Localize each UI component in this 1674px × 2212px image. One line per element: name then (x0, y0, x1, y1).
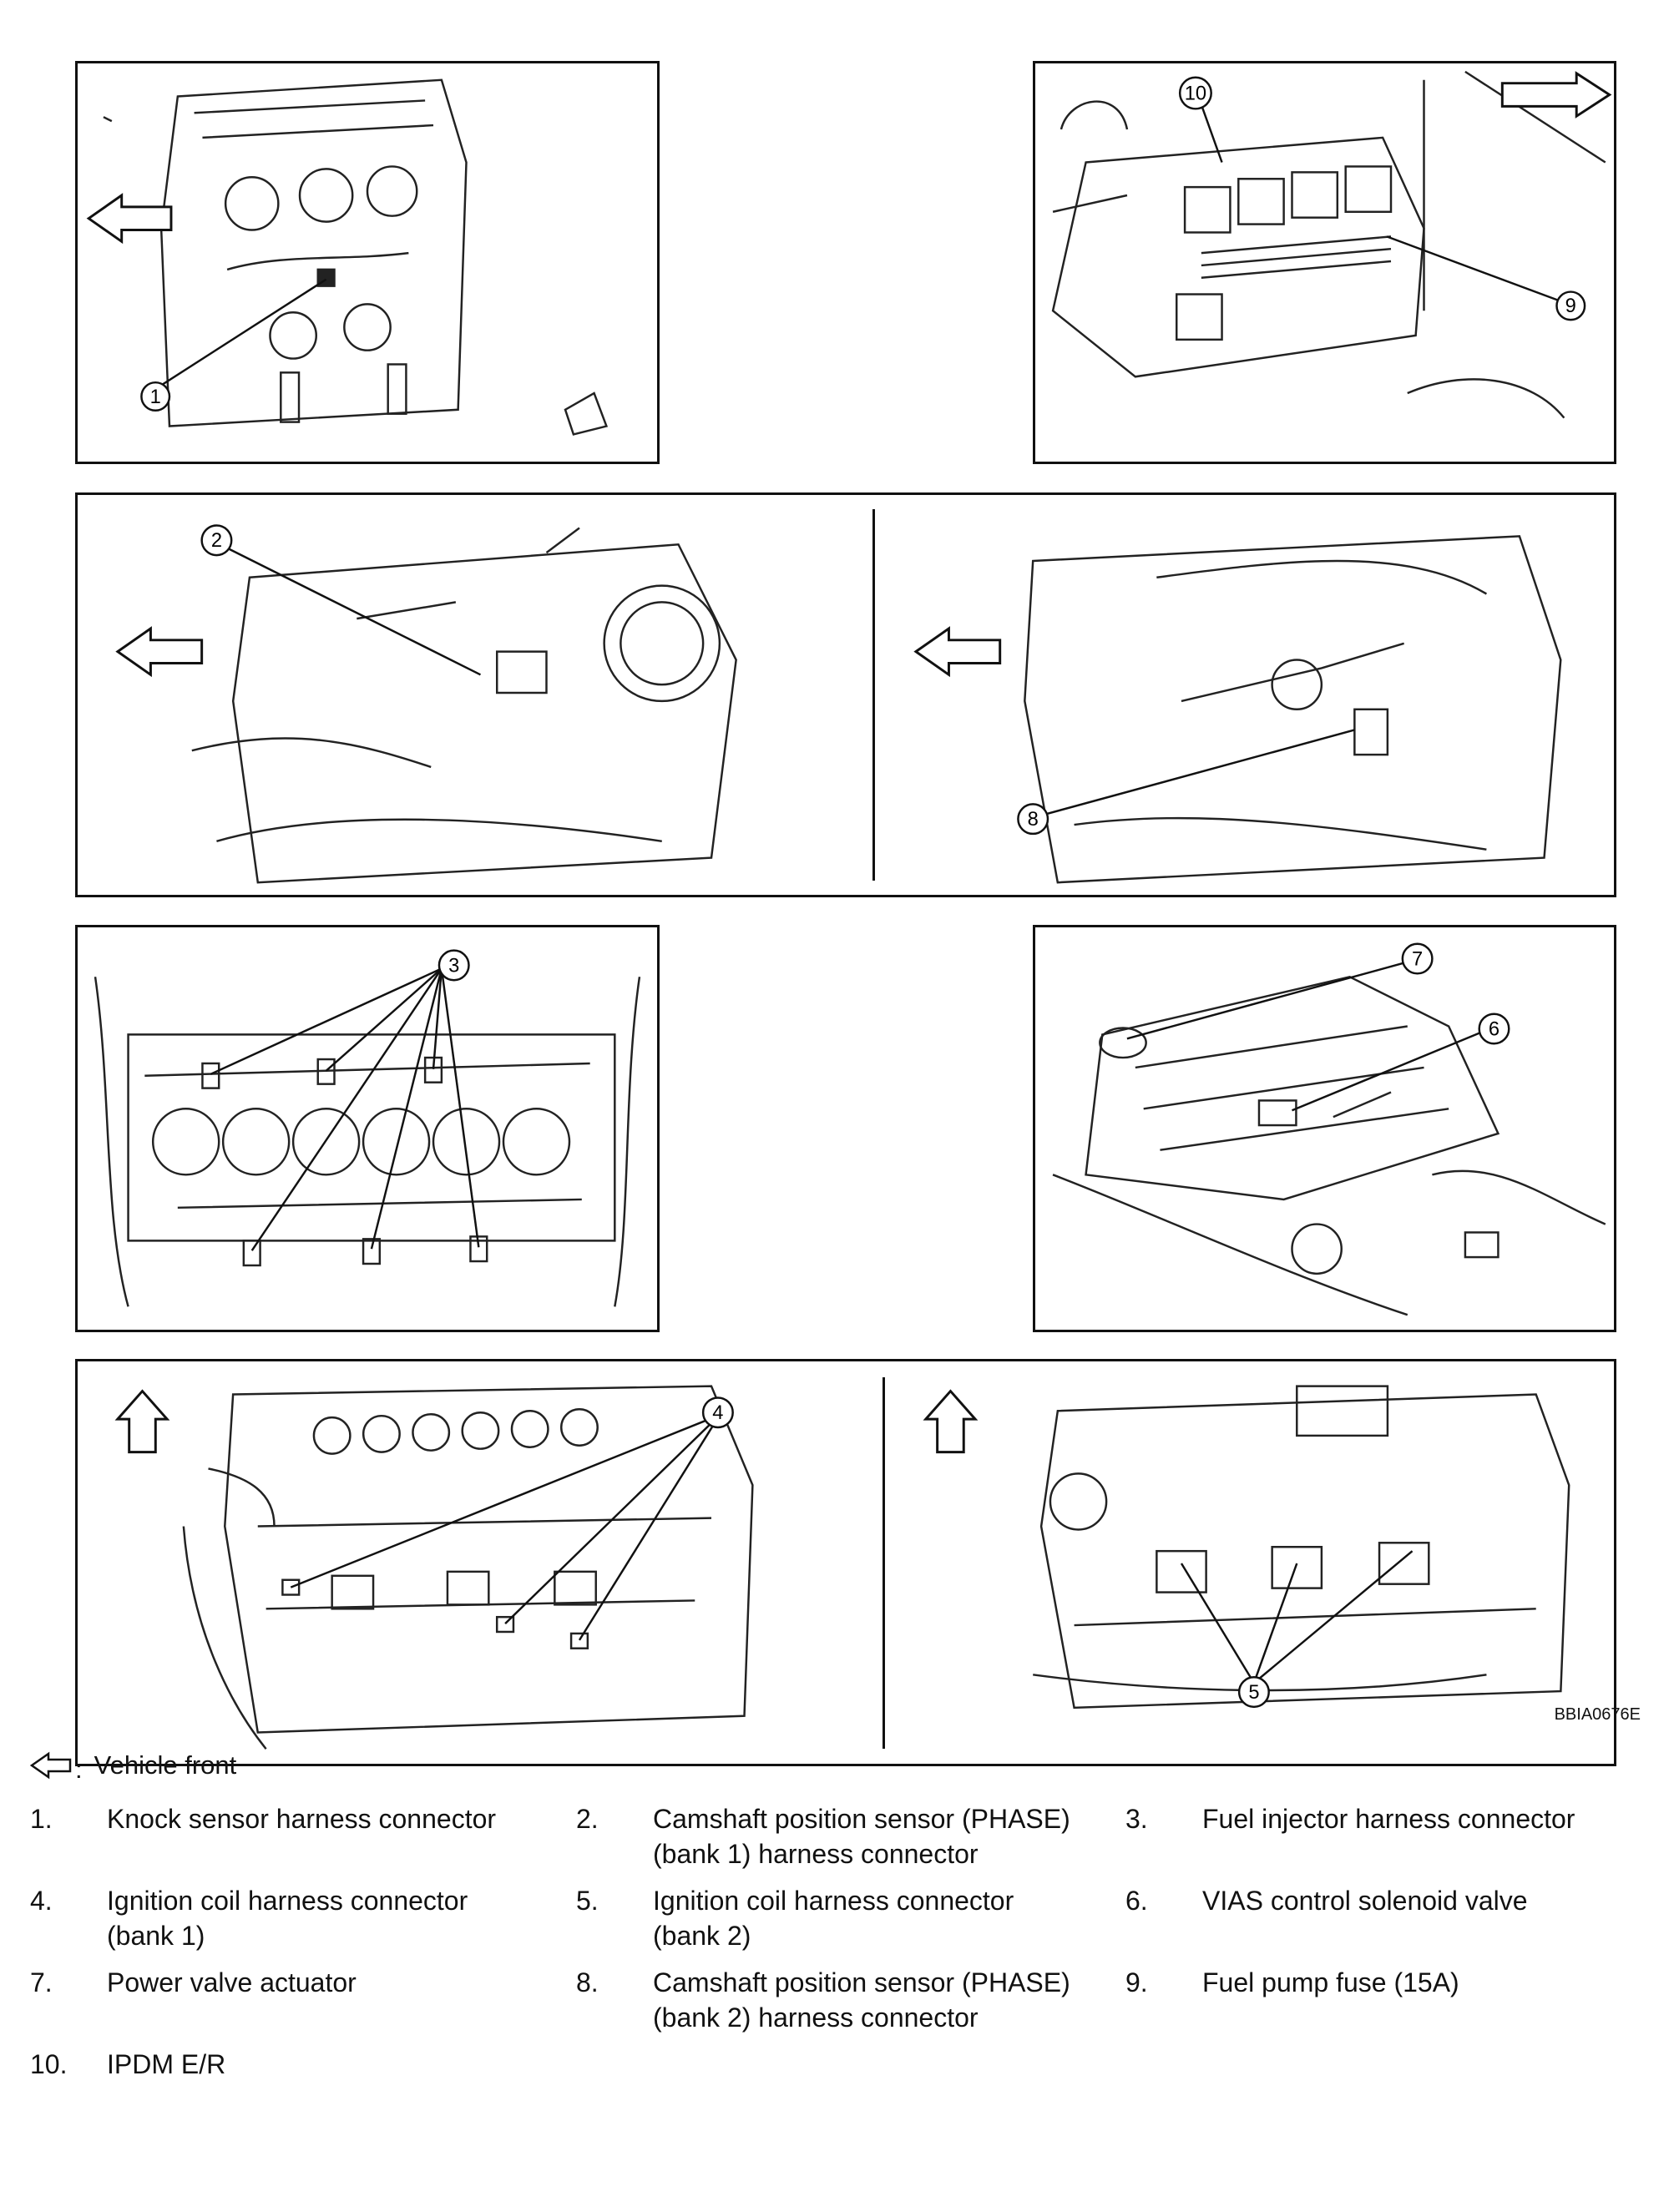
svg-text:4: 4 (712, 1402, 723, 1424)
parts-legend: 1. Knock sensor harness connector 2. Cam… (30, 1801, 1650, 2129)
panel-divider (883, 1377, 885, 1749)
callout-8: 8 (1017, 803, 1049, 836)
svg-text:7: 7 (1412, 948, 1423, 970)
vehicle-front-legend: : Vehicle front (30, 1746, 236, 1785)
engine-illustration-vias: 7 6 (1052, 942, 1606, 1316)
callout-2: 2 (200, 524, 233, 557)
panel-ipdm: 10 9 (1033, 61, 1616, 464)
legend-row: 4. Ignition coil harness connector(bank … (30, 1886, 1528, 1951)
engine-illustration-knock-sensor: 1 (86, 78, 609, 436)
svg-text:9: 9 (1565, 295, 1576, 317)
vehicle-front-arrow (913, 626, 1002, 678)
panel-vias-power-valve: 7 6 (1033, 925, 1616, 1332)
panel-divider (872, 509, 875, 881)
callout-10: 10 (1178, 76, 1212, 110)
legend-row: 10. IPDM E/R (30, 2049, 226, 2079)
panel-camshaft-sensors: 2 8 (75, 492, 1616, 897)
vehicle-front-arrow (1500, 71, 1612, 119)
engine-illustration-injectors: 3 (94, 949, 641, 1307)
panel-knock-sensor: 1 (75, 61, 660, 464)
legend-row: 7. Power valve actuator 8. Camshaft posi… (30, 1967, 1459, 2033)
engine-illustration-ipdm: 10 9 (1051, 70, 1612, 419)
legend-row: 1. Knock sensor harness connector 2. Cam… (30, 1804, 1575, 1869)
callout-4: 4 (701, 1396, 734, 1429)
callout-5: 5 (1237, 1676, 1270, 1709)
svg-text:2: 2 (211, 530, 222, 552)
vehicle-front-arrow (114, 1389, 170, 1454)
panel-ignition-coils: 4 5 (75, 1359, 1616, 1766)
svg-text:3: 3 (448, 955, 459, 977)
diagram-code: BBIA0676E (1554, 1705, 1641, 1724)
svg-text:8: 8 (1028, 809, 1039, 831)
callout-1: 1 (140, 381, 171, 412)
vehicle-front-arrow (115, 626, 204, 678)
vehicle-front-arrow (86, 193, 173, 245)
svg-text:1: 1 (150, 386, 161, 408)
panel-fuel-injectors: 3 (75, 925, 660, 1332)
svg-text:5: 5 (1248, 1682, 1259, 1704)
svg-text:6: 6 (1489, 1018, 1500, 1040)
vehicle-front-arrow-icon (30, 1751, 72, 1780)
callout-6: 6 (1478, 1013, 1510, 1045)
callout-7: 7 (1401, 942, 1434, 975)
callout-3: 3 (437, 949, 470, 982)
legend-symbol: : (75, 1755, 83, 1784)
callout-9: 9 (1555, 290, 1586, 321)
vehicle-front-arrow (923, 1389, 979, 1454)
engine-illustration-ignition-coils: 4 5 (114, 1385, 1570, 1750)
svg-text:10: 10 (1185, 83, 1206, 104)
vehicle-front-label: Vehicle front (94, 1750, 237, 1780)
engine-illustration-camshaft: 2 8 (115, 524, 1562, 884)
